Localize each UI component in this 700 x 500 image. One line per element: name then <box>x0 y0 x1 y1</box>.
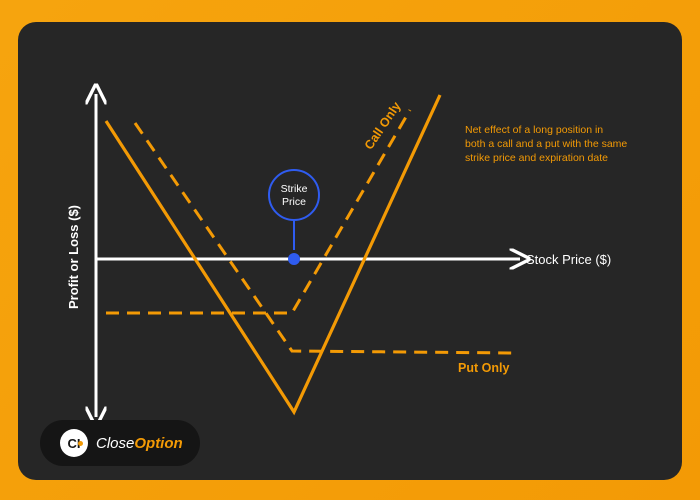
brand-name: CloseOption <box>96 435 183 452</box>
diagram-card: Strike Price Stock Price ($) Profit or L… <box>18 22 682 480</box>
y-axis-label: Profit or Loss ($) <box>66 205 81 309</box>
logo-icon-text: CI <box>67 435 81 451</box>
put-only-label: Put Only <box>458 361 509 375</box>
call-only-label: Call Only <box>362 99 404 152</box>
strike-price-dot <box>288 253 300 265</box>
straddle-diagram: Strike Price Stock Price ($) Profit or L… <box>66 22 627 480</box>
note-line-2: both a call and a put with the same <box>465 138 627 150</box>
x-axis-label: Stock Price ($) <box>526 252 611 267</box>
strike-label-line1: Strike <box>281 183 308 195</box>
strike-label-line2: Price <box>282 196 306 208</box>
closeoption-logo-icon: CI <box>60 429 88 457</box>
strike-price-circle <box>268 169 320 221</box>
put-only-line <box>133 122 515 355</box>
logo-dot <box>78 441 83 446</box>
note-line-1: Net effect of a long position in <box>465 124 603 136</box>
brand-badge: CI CloseOption <box>40 420 200 466</box>
note-line-3: strike price and expiration date <box>465 152 608 164</box>
straddle-payoff-line <box>104 94 442 416</box>
call-only-line <box>106 109 412 315</box>
brand-name-plain: Close <box>96 434 135 452</box>
brand-name-accent: Option <box>134 434 183 452</box>
